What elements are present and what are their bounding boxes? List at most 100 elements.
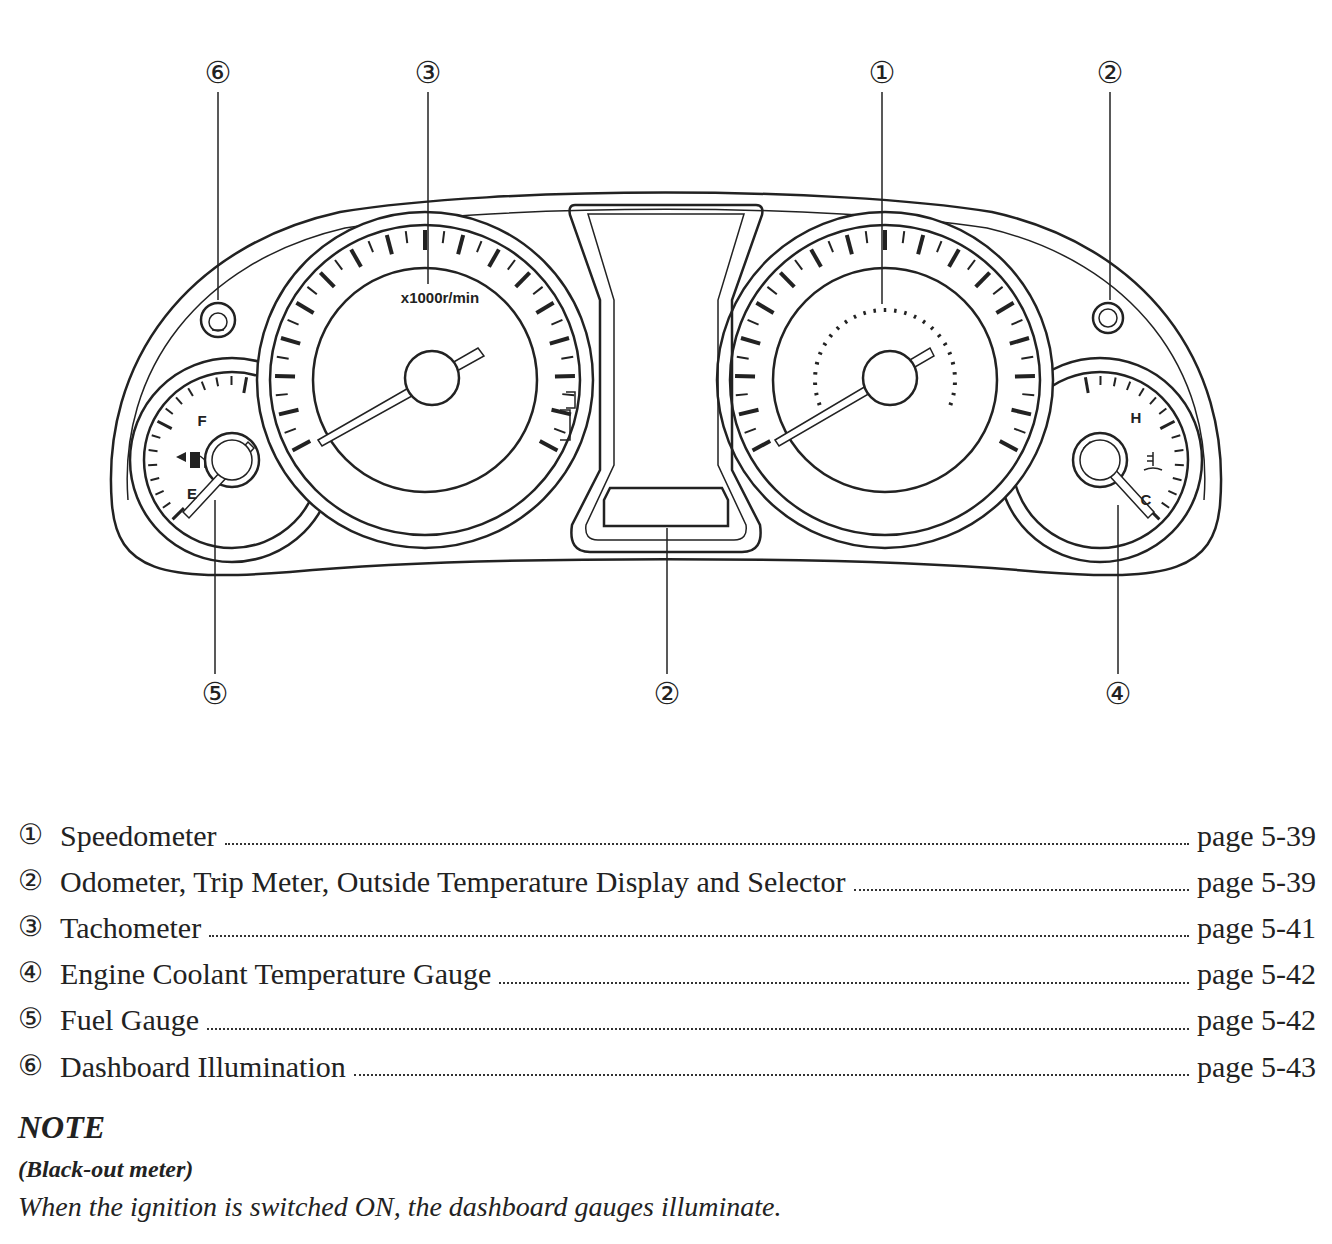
tick-mark <box>813 382 817 385</box>
tick-mark <box>1085 377 1088 393</box>
tick-mark <box>157 421 171 428</box>
tick-mark <box>176 397 182 404</box>
callout-number: ② <box>1097 56 1124 89</box>
tick-mark <box>780 273 794 287</box>
tick-mark <box>996 303 1013 313</box>
tick-mark <box>155 491 163 495</box>
tick-mark <box>216 377 218 386</box>
note-text: When the ignition is switched ON, the da… <box>18 1192 781 1223</box>
tick-mark <box>814 392 818 395</box>
tick-mark <box>953 372 957 375</box>
tick-mark <box>1174 450 1183 451</box>
tick-mark <box>937 241 942 252</box>
tick-mark <box>1012 410 1031 415</box>
tick-mark <box>829 241 834 252</box>
tick-mark <box>149 450 158 451</box>
tick-mark <box>555 374 575 379</box>
tick-mark <box>823 343 826 345</box>
tick-mark <box>829 334 832 337</box>
tick-mark <box>949 249 959 266</box>
page-reference: page 5-39 <box>1197 865 1316 898</box>
tick-mark <box>952 392 956 395</box>
callout-number: ⑤ <box>202 677 229 710</box>
tick-mark <box>943 343 946 345</box>
tick-mark <box>1000 441 1018 450</box>
tick-mark <box>951 362 955 365</box>
tick-mark <box>1114 377 1116 386</box>
tick-mark <box>884 308 887 312</box>
tick-mark <box>811 249 821 266</box>
tick-mark <box>335 260 342 270</box>
unit-label: x1000r/min <box>401 290 479 307</box>
part-name: Tachometer <box>60 911 201 944</box>
tick-mark <box>536 303 553 313</box>
tick-mark <box>1015 374 1035 379</box>
tick-mark <box>815 362 819 365</box>
tick-mark <box>953 382 957 385</box>
tick-mark <box>813 372 817 375</box>
list-callout: ③ <box>18 912 43 943</box>
dot-leader <box>225 843 1189 845</box>
part-name: Speedometer <box>60 819 217 852</box>
tick-mark <box>847 235 852 254</box>
tick-mark <box>369 241 374 252</box>
tick-mark <box>737 357 749 359</box>
list-callout: ② <box>18 866 43 897</box>
tick-mark <box>914 315 916 319</box>
tick-mark <box>866 231 868 243</box>
tick-mark <box>562 394 574 395</box>
tick-mark <box>516 273 530 287</box>
tick-mark <box>230 376 232 385</box>
tick-mark <box>1175 464 1184 467</box>
gauge-mark: F <box>197 413 206 430</box>
tick-mark <box>903 231 905 243</box>
tick-mark <box>275 374 295 379</box>
tick-mark <box>173 508 184 519</box>
tick-mark <box>561 357 573 359</box>
tick-mark <box>551 320 562 325</box>
list-callout: ⑤ <box>18 1004 43 1035</box>
tick-mark <box>1168 491 1176 495</box>
tick-mark <box>320 273 334 287</box>
tick-mark <box>477 241 482 252</box>
tick-mark <box>1014 429 1025 433</box>
gauge-mark: H <box>1131 410 1142 427</box>
tick-mark <box>864 311 865 315</box>
part-name: Odometer, Trip Meter, Outside Temperatur… <box>60 865 846 898</box>
tick-mark <box>1172 435 1181 438</box>
tick-mark <box>387 235 392 254</box>
tick-mark <box>508 260 515 270</box>
tick-mark <box>735 374 755 379</box>
part-name: Engine Coolant Temperature Gauge <box>60 957 491 990</box>
tick-mark <box>949 403 953 404</box>
tick-mark <box>423 230 427 250</box>
tick-mark <box>1160 421 1174 428</box>
tick-mark <box>550 338 569 344</box>
tick-mark <box>818 353 822 355</box>
tick-mark <box>1022 394 1034 395</box>
tick-mark <box>976 273 990 287</box>
tick-mark <box>883 230 887 250</box>
part-name: Fuel Gauge <box>60 1003 199 1036</box>
tick-mark <box>285 429 296 433</box>
tick-mark <box>276 394 288 395</box>
part-name: Dashboard Illumination <box>60 1050 346 1083</box>
tick-mark <box>148 464 157 467</box>
callout-number: ⑥ <box>205 56 232 89</box>
tick-mark <box>406 231 408 243</box>
dot-leader <box>207 1028 1189 1030</box>
tick-mark <box>540 441 558 450</box>
tick-mark <box>968 260 975 270</box>
list-callout: ⑥ <box>18 1051 43 1082</box>
gauge-mark: C <box>1141 492 1152 509</box>
tick-mark <box>307 287 316 294</box>
tick-mark <box>202 382 205 390</box>
tick-mark <box>1159 408 1166 414</box>
page-reference: page 5-42 <box>1197 1003 1316 1036</box>
tick-mark <box>533 287 542 294</box>
tick-mark <box>1010 338 1029 344</box>
page-reference: page 5-39 <box>1197 819 1316 852</box>
tick-mark <box>741 338 760 344</box>
tick-mark <box>1127 382 1130 390</box>
gauge-mark: E <box>187 486 197 503</box>
